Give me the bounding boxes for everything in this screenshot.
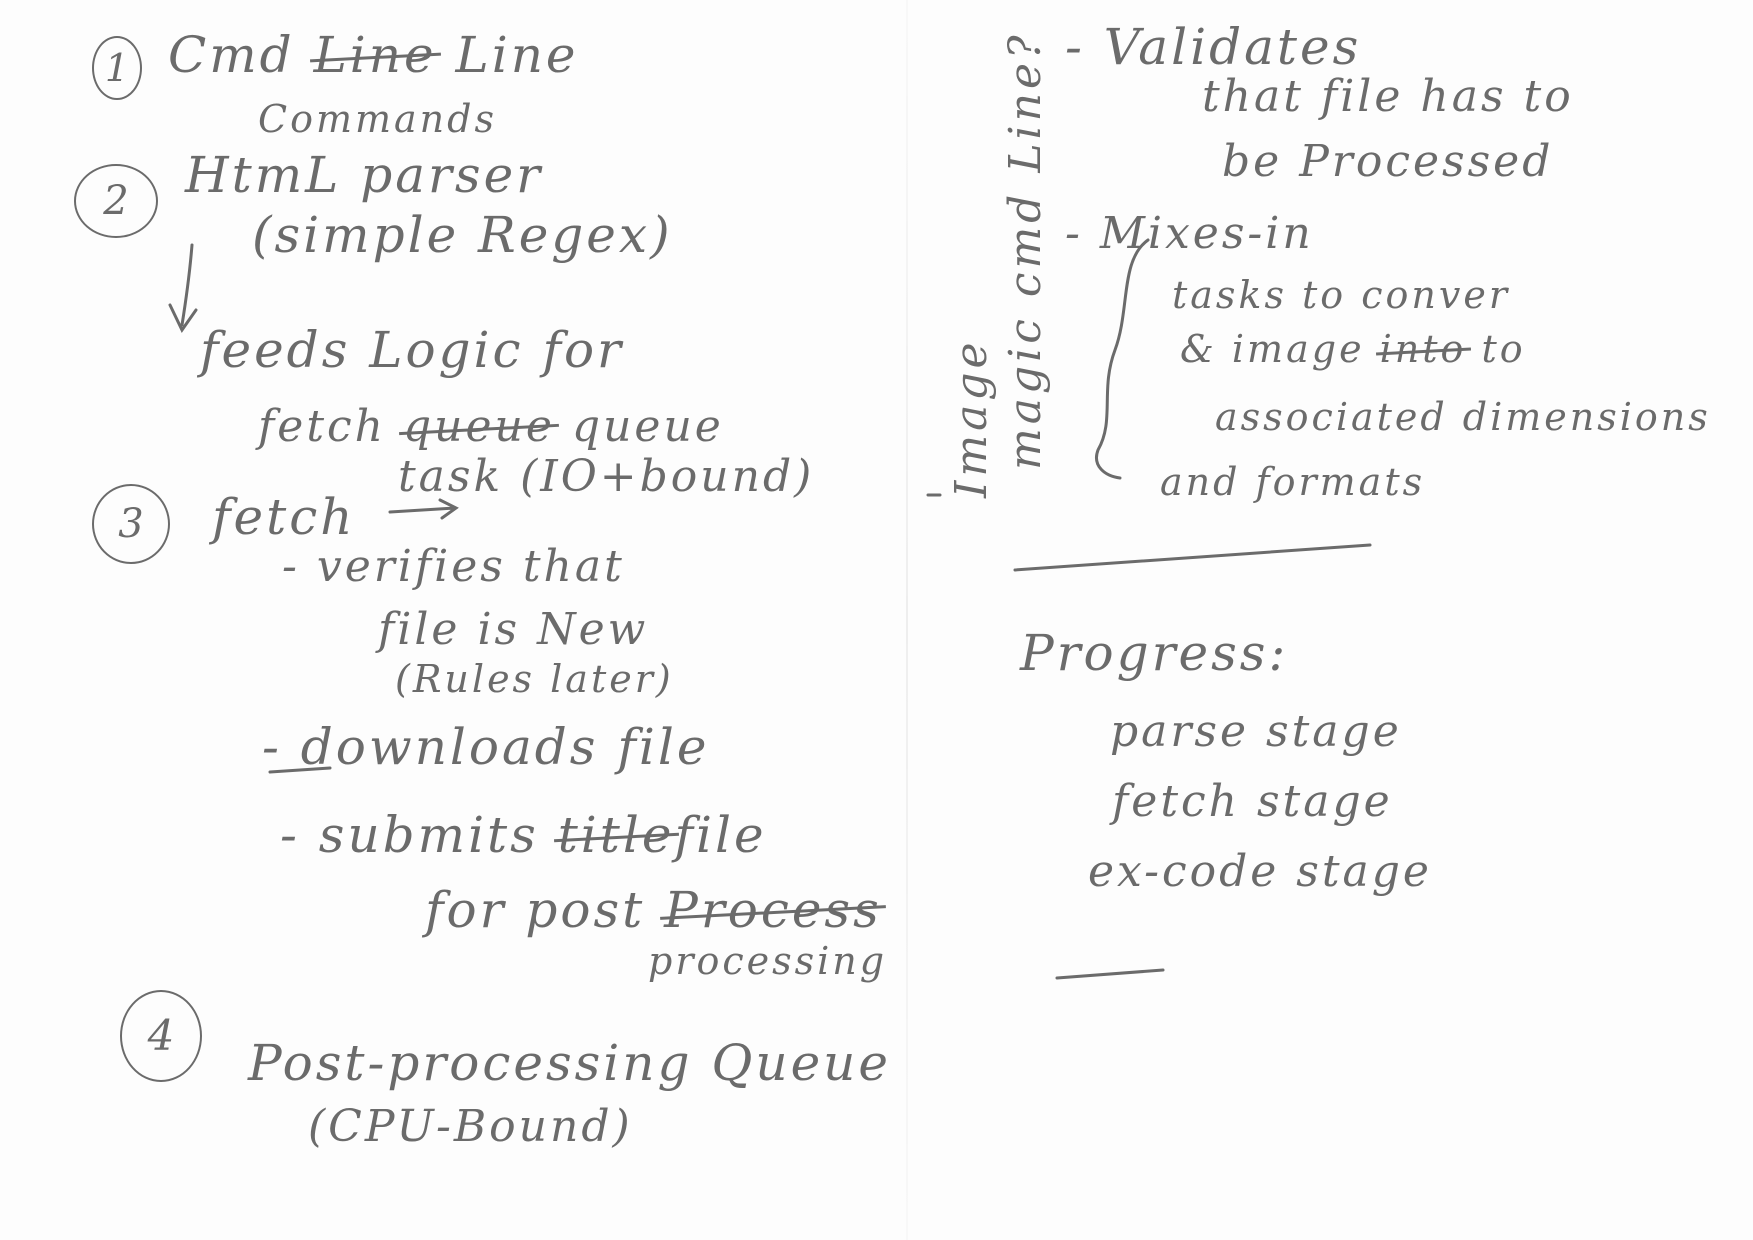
mixes-in-text: - Mixes-in: [1065, 208, 1314, 259]
simple-regex-text: (simple Regex): [252, 206, 673, 264]
magic-cmd-line-vertical-text: magic cmd Line?: [1000, 31, 1051, 470]
number-circle-2: 2: [74, 164, 158, 238]
image-vertical-text: Image: [946, 338, 997, 498]
associated-dimensions-text: associated dimensions: [1215, 395, 1711, 439]
to-word: to: [1481, 327, 1526, 371]
for-post-words: for post: [425, 881, 646, 939]
post-processing-queue-title: Post-processing Queue: [248, 1034, 891, 1092]
file-is-new-text: file is New: [378, 604, 649, 655]
number-circle-4: 4: [120, 990, 202, 1082]
line-word: Line: [455, 26, 579, 84]
progress-item-fetch: fetch stage: [1112, 776, 1393, 827]
task-arrow: [388, 498, 459, 520]
number-circle-3: 3: [92, 484, 170, 564]
cpu-bound-text: (CPU-Bound): [308, 1101, 633, 1152]
underline-downloads: [268, 766, 332, 774]
cmd-line-title: Cmd Line Line: [168, 30, 579, 80]
processing-text: processing: [648, 939, 888, 983]
down-arrow-head: [168, 303, 198, 333]
number-circle-1: 1: [92, 36, 142, 100]
fetch-title: fetch: [212, 488, 356, 546]
struck-queue-word: queue: [403, 401, 555, 452]
rules-later-text: (Rules later): [395, 657, 674, 701]
struck-title-word: title: [557, 806, 675, 864]
struck-line-word: Line: [313, 26, 437, 84]
cmd-word: Cmd: [168, 26, 295, 84]
progress-item-parse: parse stage: [1110, 706, 1402, 757]
task-io-bound-text: task (IO+bound): [398, 451, 815, 502]
right-end-dash: [1055, 968, 1165, 980]
right-divider: [1013, 543, 1372, 572]
progress-item-excode: ex-code stage: [1088, 846, 1432, 897]
tasks-to-conver-text: tasks to conver: [1172, 273, 1511, 317]
mixes-brace: [1095, 238, 1150, 480]
submits-word: - submits: [280, 806, 539, 864]
queue-word: queue: [571, 401, 724, 452]
page-fold: [906, 0, 908, 1240]
html-parser-title: HtmL parser: [185, 146, 544, 204]
struck-process-word: Process: [664, 881, 882, 939]
progress-title: Progress:: [1020, 624, 1289, 682]
commands-text: Commands: [258, 97, 497, 141]
down-arrow-shaft: [180, 243, 194, 327]
struck-into-word: into: [1379, 327, 1467, 371]
file-has-to-text: that file has to: [1202, 71, 1574, 122]
fetch-word: fetch: [258, 401, 386, 452]
submits-file-text: - submits titlefile: [280, 810, 767, 860]
be-processed-text: be Processed: [1222, 136, 1554, 187]
fetch-queue-text: fetch queue queue: [258, 405, 724, 449]
for-post-process-text: for post Process: [425, 885, 882, 935]
image-into-to-text: & image into to: [1180, 330, 1526, 368]
image-words: & image: [1180, 327, 1365, 371]
validates-text: - Validates: [1065, 18, 1362, 76]
verifies-text: - verifies that: [282, 541, 625, 592]
feeds-logic-text: feeds Logic for: [200, 321, 624, 379]
and-formats-text: and formats: [1160, 460, 1426, 504]
downloads-file-text: - downloads file: [262, 718, 710, 776]
file-word: file: [674, 806, 767, 864]
